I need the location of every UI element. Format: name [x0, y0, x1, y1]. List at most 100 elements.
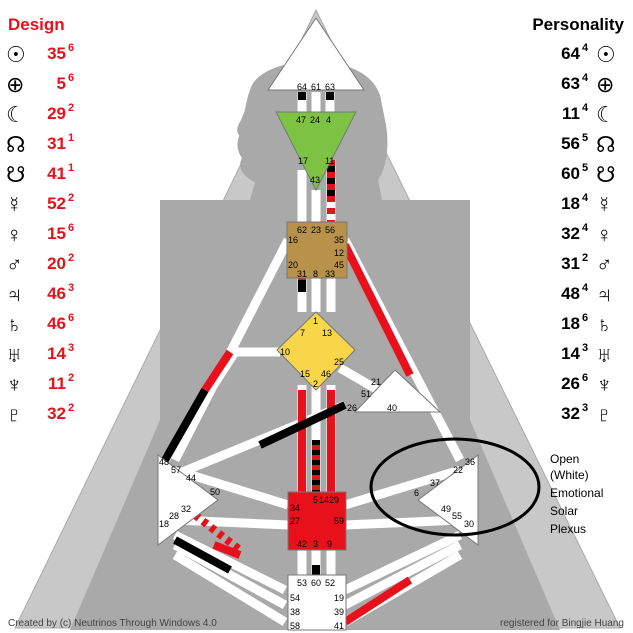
- svg-text:58: 58: [290, 621, 300, 631]
- svg-text:10: 10: [280, 347, 290, 357]
- svg-text:52: 52: [325, 578, 335, 588]
- svg-text:3: 3: [313, 539, 318, 549]
- heart-center: [353, 369, 442, 413]
- svg-text:56: 56: [325, 225, 335, 235]
- svg-text:39: 39: [334, 607, 344, 617]
- design-line: 2: [68, 402, 74, 414]
- svg-text:13: 13: [322, 328, 332, 338]
- svg-text:51: 51: [361, 389, 371, 399]
- svg-text:49: 49: [441, 504, 451, 514]
- svg-text:38: 38: [290, 607, 300, 617]
- pluto-icon: ♇: [596, 402, 613, 427]
- svg-text:23: 23: [311, 225, 321, 235]
- design-gate: 46: [47, 314, 66, 333]
- svg-text:21: 21: [371, 377, 381, 387]
- personality-line: 4: [582, 42, 589, 54]
- footer-right: registered for Bingjie Huang: [500, 618, 624, 629]
- svg-text:7: 7: [300, 328, 305, 338]
- design-gate: 35: [47, 44, 66, 63]
- sun-icon: ☉: [596, 42, 616, 67]
- personality-line: 3: [582, 402, 588, 414]
- svg-text:27: 27: [290, 516, 300, 526]
- pluto-icon: ♇: [6, 402, 23, 427]
- svg-text:55: 55: [452, 511, 462, 521]
- throat-center: [286, 221, 348, 279]
- personality-title: Personality: [532, 15, 624, 34]
- design-gate: 41: [47, 164, 66, 183]
- note-line: Open: [550, 452, 579, 466]
- open-center-note: Open (White) Emotional Solar Plexus: [550, 452, 603, 536]
- personality-gate: 18: [561, 314, 580, 333]
- design-line: 2: [68, 102, 74, 114]
- svg-text:37: 37: [430, 478, 440, 488]
- svg-text:18: 18: [159, 519, 169, 529]
- personality-gate: 63: [561, 74, 580, 93]
- svg-text:57: 57: [171, 465, 181, 475]
- earth-icon: ⊕: [6, 72, 24, 97]
- personality-line: 3: [582, 342, 588, 354]
- sun-icon: ☉: [6, 42, 26, 67]
- venus-icon: ♀: [596, 222, 613, 247]
- svg-text:22: 22: [453, 465, 463, 475]
- svg-text:34: 34: [290, 503, 300, 513]
- svg-text:62: 62: [297, 225, 307, 235]
- personality-line: 4: [582, 222, 589, 234]
- design-line: 3: [68, 282, 74, 294]
- design-gate: 11: [48, 374, 66, 393]
- svg-text:60: 60: [311, 578, 321, 588]
- personality-line: 4: [582, 192, 589, 204]
- design-line: 6: [68, 42, 74, 54]
- svg-text:35: 35: [334, 235, 344, 245]
- svg-text:44: 44: [186, 473, 196, 483]
- personality-gate: 31: [561, 254, 580, 273]
- design-line: 1: [68, 132, 74, 144]
- personality-line: 4: [582, 282, 589, 294]
- svg-text:32: 32: [181, 504, 191, 514]
- personality-gate: 60: [561, 164, 580, 183]
- personality-line: 2: [582, 252, 588, 264]
- design-gate: 20: [47, 254, 66, 273]
- design-gate: 14: [47, 344, 66, 363]
- mars-icon: ♂: [596, 252, 613, 277]
- sacral-center: [287, 491, 347, 551]
- design-line: 2: [68, 192, 74, 204]
- jupiter-icon: ♃: [6, 282, 23, 307]
- personality-line: 4: [582, 102, 589, 114]
- svg-text:64: 64: [297, 82, 307, 92]
- svg-text:43: 43: [310, 175, 320, 185]
- svg-text:40: 40: [387, 403, 397, 413]
- svg-text:29: 29: [329, 495, 339, 505]
- svg-text:8: 8: [313, 269, 318, 279]
- uranus-icon: ♅: [6, 342, 23, 367]
- svg-text:41: 41: [334, 621, 344, 631]
- annotation-ellipse: [369, 437, 541, 537]
- personality-gate: 18: [561, 194, 580, 213]
- earth-icon: ⊕: [596, 72, 614, 97]
- design-line: 6: [68, 312, 74, 324]
- svg-text:48: 48: [159, 457, 169, 467]
- svg-text:2: 2: [313, 379, 318, 389]
- head-center: [267, 17, 365, 91]
- south-node-icon: ☋: [596, 162, 616, 187]
- svg-text:53: 53: [297, 578, 307, 588]
- design-line: 6: [68, 72, 74, 84]
- svg-text:16: 16: [288, 235, 298, 245]
- svg-text:46: 46: [321, 369, 331, 379]
- design-gate: 5: [57, 74, 66, 93]
- svg-text:36: 36: [465, 457, 475, 467]
- personality-gate: 32: [561, 404, 580, 423]
- personality-line: 6: [582, 312, 588, 324]
